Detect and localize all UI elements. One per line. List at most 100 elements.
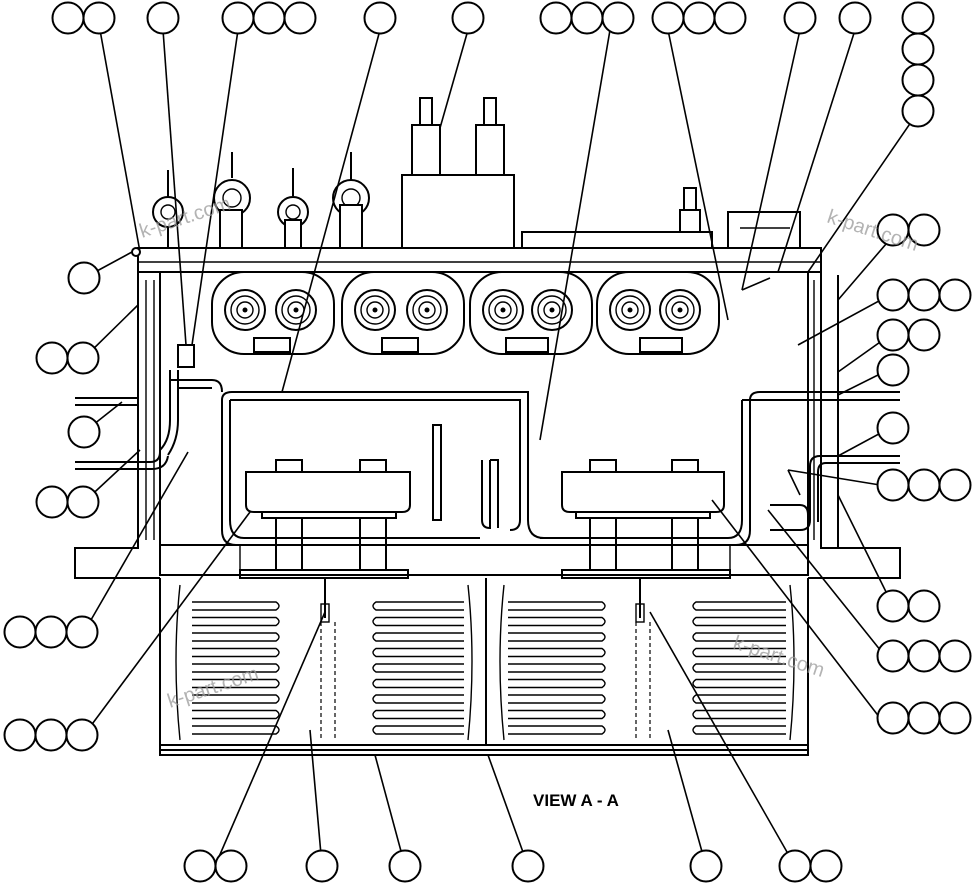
fin-3-3 xyxy=(508,632,606,642)
watermark-4: k-part.com xyxy=(730,632,827,682)
callout-bubble xyxy=(601,1,635,35)
callout-bubble xyxy=(388,849,422,883)
callout-right-6 xyxy=(876,468,972,502)
callout-bubble xyxy=(713,1,747,35)
callout-bubble xyxy=(938,701,972,735)
callout-bubble xyxy=(682,1,716,35)
callout-bubble xyxy=(876,318,910,352)
coil-4 xyxy=(406,289,448,331)
callout-left-5 xyxy=(3,615,99,649)
callout-bubble xyxy=(907,213,941,247)
callout-bubble xyxy=(539,1,573,35)
fin-2-8 xyxy=(372,709,464,720)
callout-right-1 xyxy=(876,213,941,247)
fin-1-3 xyxy=(192,632,280,642)
callout-bubble xyxy=(82,1,116,35)
coil-6 xyxy=(531,289,573,331)
watermark-2: k-part.com xyxy=(824,206,921,256)
fin-1-2 xyxy=(192,616,280,627)
fin-4-7 xyxy=(692,694,786,704)
fin-1-7 xyxy=(192,694,280,704)
callout-bubble xyxy=(876,589,910,623)
callout-right-9 xyxy=(876,701,972,735)
callout-bubble xyxy=(451,1,485,35)
fin-4-4 xyxy=(692,647,786,658)
fin-4-3 xyxy=(692,632,786,642)
callout-bubble xyxy=(66,485,100,519)
callout-top-8 xyxy=(783,1,817,35)
fin-3-4 xyxy=(508,647,606,658)
callout-bottom-4 xyxy=(511,849,545,883)
callout-bubble xyxy=(938,468,972,502)
callout-bubble xyxy=(907,639,941,673)
callout-bubble xyxy=(67,261,101,295)
coil-8 xyxy=(659,289,701,331)
callout-bubble xyxy=(252,1,286,35)
callout-bubble xyxy=(907,701,941,735)
fin-2-6 xyxy=(372,678,464,689)
left-wall xyxy=(74,272,160,579)
fin-4-5 xyxy=(692,663,786,673)
fin-4-6 xyxy=(692,678,786,689)
coil-2 xyxy=(275,289,317,331)
callout-right-4 xyxy=(876,353,910,387)
fin-3-2 xyxy=(508,616,606,627)
callout-top-2 xyxy=(146,1,180,35)
fin-4-1 xyxy=(692,601,786,611)
callout-bubble xyxy=(876,468,910,502)
callout-bubble xyxy=(34,718,68,752)
callout-bubble xyxy=(907,589,941,623)
callout-top-7 xyxy=(651,1,747,35)
fin-2-2 xyxy=(372,616,464,627)
callout-bubble xyxy=(363,1,397,35)
fin-2-1 xyxy=(372,601,464,611)
callout-bubble xyxy=(907,318,941,352)
callout-bubble xyxy=(283,1,317,35)
transformer-left xyxy=(245,459,411,570)
coil-circles xyxy=(224,289,701,331)
callout-bubble xyxy=(146,1,180,35)
fin-1-8 xyxy=(192,709,280,720)
callout-left-6 xyxy=(3,718,99,752)
callout-bubble xyxy=(838,1,872,35)
connector-module-row xyxy=(211,271,720,355)
callout-bubble xyxy=(901,32,935,66)
fin-3-8 xyxy=(508,709,606,720)
transformer-right xyxy=(561,459,725,570)
fin-1-4 xyxy=(192,647,280,658)
callout-bubble xyxy=(876,639,910,673)
callout-top-3 xyxy=(221,1,317,35)
fin-4-2 xyxy=(692,616,786,627)
callout-bubble xyxy=(938,639,972,673)
callout-right-5 xyxy=(876,411,910,445)
callout-bubble xyxy=(34,615,68,649)
watermark-3: k-part.com xyxy=(165,663,262,713)
callout-left-1 xyxy=(67,261,101,295)
callout-top-6 xyxy=(539,1,635,35)
callout-bubble xyxy=(183,849,217,883)
callout-bottom-2 xyxy=(305,849,339,883)
fin-1-6 xyxy=(192,678,280,689)
fin-1-1 xyxy=(192,601,280,611)
callout-bubble xyxy=(809,849,843,883)
ring-terminal-3 xyxy=(277,168,309,249)
callout-top-4 xyxy=(363,1,397,35)
callout-bubble xyxy=(907,468,941,502)
fin-3-6 xyxy=(508,678,606,689)
relay-box xyxy=(727,211,801,249)
fin-1-9 xyxy=(192,725,280,735)
callout-right-3 xyxy=(876,318,941,352)
callout-bubble xyxy=(876,353,910,387)
callout-bottom-5 xyxy=(689,849,723,883)
callout-bubble xyxy=(35,341,69,375)
callout-bubble xyxy=(221,1,255,35)
terminal-block xyxy=(401,174,515,249)
ring-terminal-4 xyxy=(332,152,370,249)
callout-bubble xyxy=(651,1,685,35)
callout-bubble xyxy=(305,849,339,883)
lower-housing xyxy=(159,578,809,751)
callout-bottom-3 xyxy=(388,849,422,883)
ring-terminal-2 xyxy=(213,152,251,249)
callout-bubble xyxy=(570,1,604,35)
